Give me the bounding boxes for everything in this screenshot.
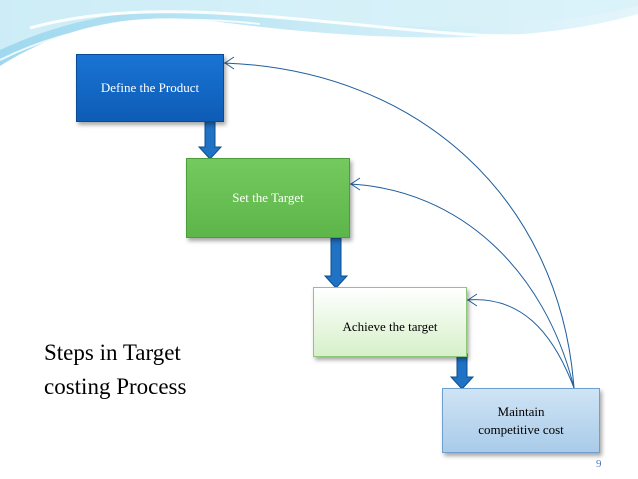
step-set-target: Set the Target	[186, 158, 350, 238]
step-set-target-label: Set the Target	[232, 190, 304, 206]
feedback-arc-to-set	[349, 183, 575, 389]
step-maintain-cost: Maintain competitive cost	[442, 388, 600, 453]
feedback-arc-to-achieve	[466, 299, 575, 389]
step-achieve-target-label: Achieve the target	[342, 319, 438, 335]
slide-title-line2: costing Process	[44, 374, 187, 399]
page-number: 9	[596, 458, 602, 470]
feedback-arc-to-define	[223, 62, 575, 389]
arrowhead-achieve	[467, 293, 478, 307]
arrowhead-define	[224, 56, 235, 70]
slide-title-line1: Steps in Target	[44, 340, 181, 365]
step-maintain-cost-label-line1: Maintain	[497, 403, 545, 419]
step-define-product-label: Define the Product	[100, 80, 200, 96]
arrowhead-set	[350, 177, 361, 191]
down-arrow-define-to-set	[197, 115, 223, 160]
step-achieve-target: Achieve the target	[313, 287, 467, 357]
slide-title: Steps in Target costing Process	[44, 336, 186, 404]
down-arrow-achieve-to-maintain	[449, 353, 475, 390]
step-maintain-cost-label-line2: competitive cost	[478, 421, 564, 437]
step-define-product: Define the Product	[76, 54, 224, 122]
down-arrow-set-to-achieve	[323, 237, 349, 289]
